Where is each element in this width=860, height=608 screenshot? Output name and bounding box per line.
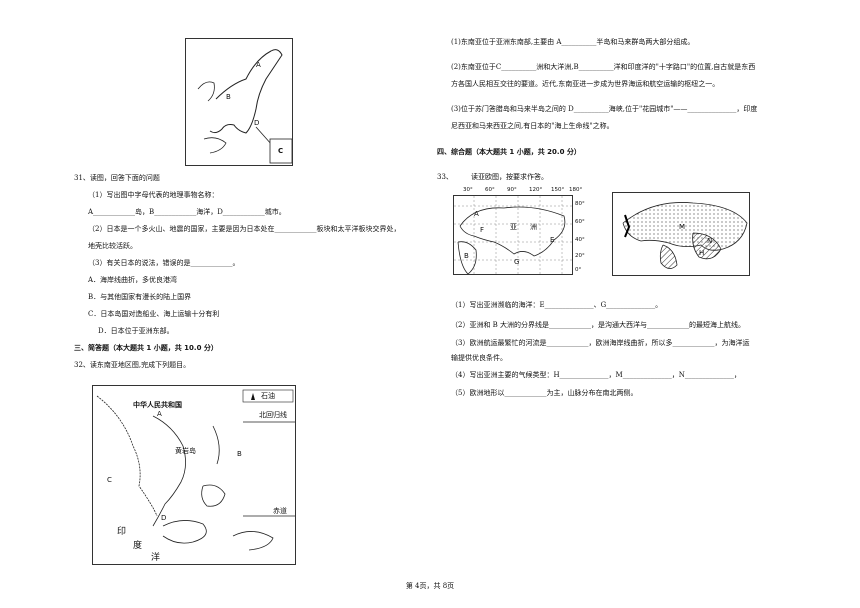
southeast-asia-outline	[96, 389, 295, 551]
q32-part3b: 尼西亚和马来西亚之间,有日本的"海上生命线"之称。	[451, 122, 614, 130]
climate-label-h: H	[699, 249, 705, 257]
q31-part2a: （2）日本是一个多火山、地震的国家，主要是因为日本处在____________板…	[88, 225, 401, 233]
q33-part3b: 输提供优良条件。	[451, 354, 507, 362]
q33-part2: （2）亚洲和 B 大洲的分界线是____________，是沟通大西洋与____…	[451, 321, 746, 329]
climate-map-shading	[622, 202, 748, 269]
q31-option-d: D．日本位于亚洲东部。	[98, 327, 174, 335]
eurasia-grid-map: 30° 60° 90° 120° 150° 180° 亚 洲 E F G A B…	[451, 187, 591, 279]
japan-label-c: C	[278, 147, 284, 155]
grid-map-frame: 亚 洲 E F G A B	[453, 195, 573, 275]
page-footer: 第 4页，共 8页	[405, 582, 455, 590]
grid-label-asia-2: 洲	[530, 223, 537, 231]
q33-part4: （4）写出亚洲主要的气候类型：H______________，M________…	[451, 371, 741, 379]
southeast-asia-map: 中华人民共和国 石油 北回归线 赤道 黄岩岛 A B C D 印 度 洋	[92, 385, 296, 565]
q32-part3a: (3)位于苏门答腊岛和马来半岛之间的 D__________海峡,位于"花园城市…	[451, 105, 758, 113]
sea-map-ocean-char-1: 印	[117, 527, 127, 537]
q33-part1: （1）写出亚洲濒临的海洋：E______________、G__________…	[451, 301, 663, 309]
sea-map-tropic-label: 北回归线	[259, 411, 287, 419]
grid-tick-top-1: 30°	[463, 187, 473, 193]
grid-map-lines	[454, 196, 572, 274]
sea-map-china-label: 中华人民共和国	[133, 401, 182, 409]
q33-part3a: （3）欧洲航运最繁忙的河流是____________，欧洲海岸线曲折，所以多__…	[451, 339, 750, 347]
sea-map-label-c: C	[107, 476, 112, 484]
japan-map-outline	[197, 49, 292, 164]
sea-map-equator-label: 赤道	[273, 507, 287, 515]
sea-map-label-b: B	[237, 450, 242, 458]
grid-tick-top-4: 120°	[529, 187, 543, 193]
q32-part2b: 方各国人民相互交往的要道。近代,东南亚进一步成为世界海运和航空运输的枢纽之一。	[451, 80, 720, 88]
sea-map-ocean-char-3: 洋	[151, 553, 161, 563]
q31-part1: （1）写出图中字母代表的地理事物名称：	[88, 191, 219, 199]
grid-tick-right-5: 0°	[575, 267, 582, 273]
japan-label-a: A	[256, 61, 261, 69]
q31-part2b: 地壳比较活跃。	[88, 242, 137, 250]
sea-map-legend-oil: 石油	[261, 392, 275, 400]
grid-label-e: E	[550, 236, 555, 244]
q31-option-a: A．海岸线曲折，多优良港湾	[88, 276, 178, 284]
sea-map-label-d: D	[161, 514, 167, 522]
section-4-heading: 四、综合题（本大题共 1 小题，共 20.0 分）	[437, 148, 581, 156]
q31-part3: （3）有关日本的说法，错误的是____________。	[88, 259, 240, 267]
q33-part5: （5）欧洲地形以____________为主，山脉分布在南北两侧。	[451, 389, 638, 397]
grid-tick-top-6: 180°	[569, 187, 583, 193]
section-3-heading: 三、简答题（本大题共 1 小题，共 10.0 分）	[74, 344, 218, 352]
grid-label-b: B	[464, 252, 469, 260]
sea-map-island-label: 黄岩岛	[175, 447, 196, 455]
q31-stem: 31、读图，回答下面的问题	[74, 174, 160, 182]
grid-label-f: F	[480, 226, 485, 234]
q31-option-b: B．与其他国家有漫长的陆上国界	[88, 293, 192, 301]
japan-label-b: B	[226, 93, 231, 101]
q31-part1-blanks: A____________岛，B____________海洋，D________…	[88, 208, 286, 216]
grid-tick-top-2: 60°	[485, 187, 495, 193]
grid-tick-right-4: 20°	[575, 253, 585, 259]
q31-option-c: C．日本岛国对造船业、海上运输十分有利	[88, 310, 220, 318]
sea-map-ocean-char-2: 度	[133, 541, 143, 551]
japan-map: A B D C	[185, 38, 293, 166]
japan-label-d: D	[254, 119, 260, 127]
grid-label-asia-1: 亚	[510, 223, 517, 231]
grid-label-g: G	[514, 258, 520, 266]
grid-tick-right-3: 40°	[575, 237, 585, 243]
q33-stem: 读亚欧图，按要求作答。	[471, 173, 548, 181]
q32-stem: 32、读东南亚地区图,完成下列题目。	[74, 361, 191, 369]
q32-part1: (1)东南亚位于亚洲东南部,主要由 A__________半岛和马来群岛两大部分…	[451, 38, 695, 46]
asia-climate-map: M N H	[612, 192, 750, 276]
sea-map-label-a: A	[157, 410, 162, 418]
q32-part2a: (2)东南亚位于C__________洲和大洋洲,B__________洋和印度…	[451, 63, 756, 71]
grid-tick-right-1: 80°	[575, 201, 585, 207]
grid-tick-top-3: 90°	[507, 187, 517, 193]
q33-number: 33、	[437, 173, 453, 181]
climate-label-n: N	[707, 237, 713, 245]
climate-label-m: M	[679, 223, 686, 231]
grid-tick-top-5: 150°	[551, 187, 565, 193]
grid-tick-right-2: 60°	[575, 219, 585, 225]
grid-label-a: A	[474, 210, 479, 218]
